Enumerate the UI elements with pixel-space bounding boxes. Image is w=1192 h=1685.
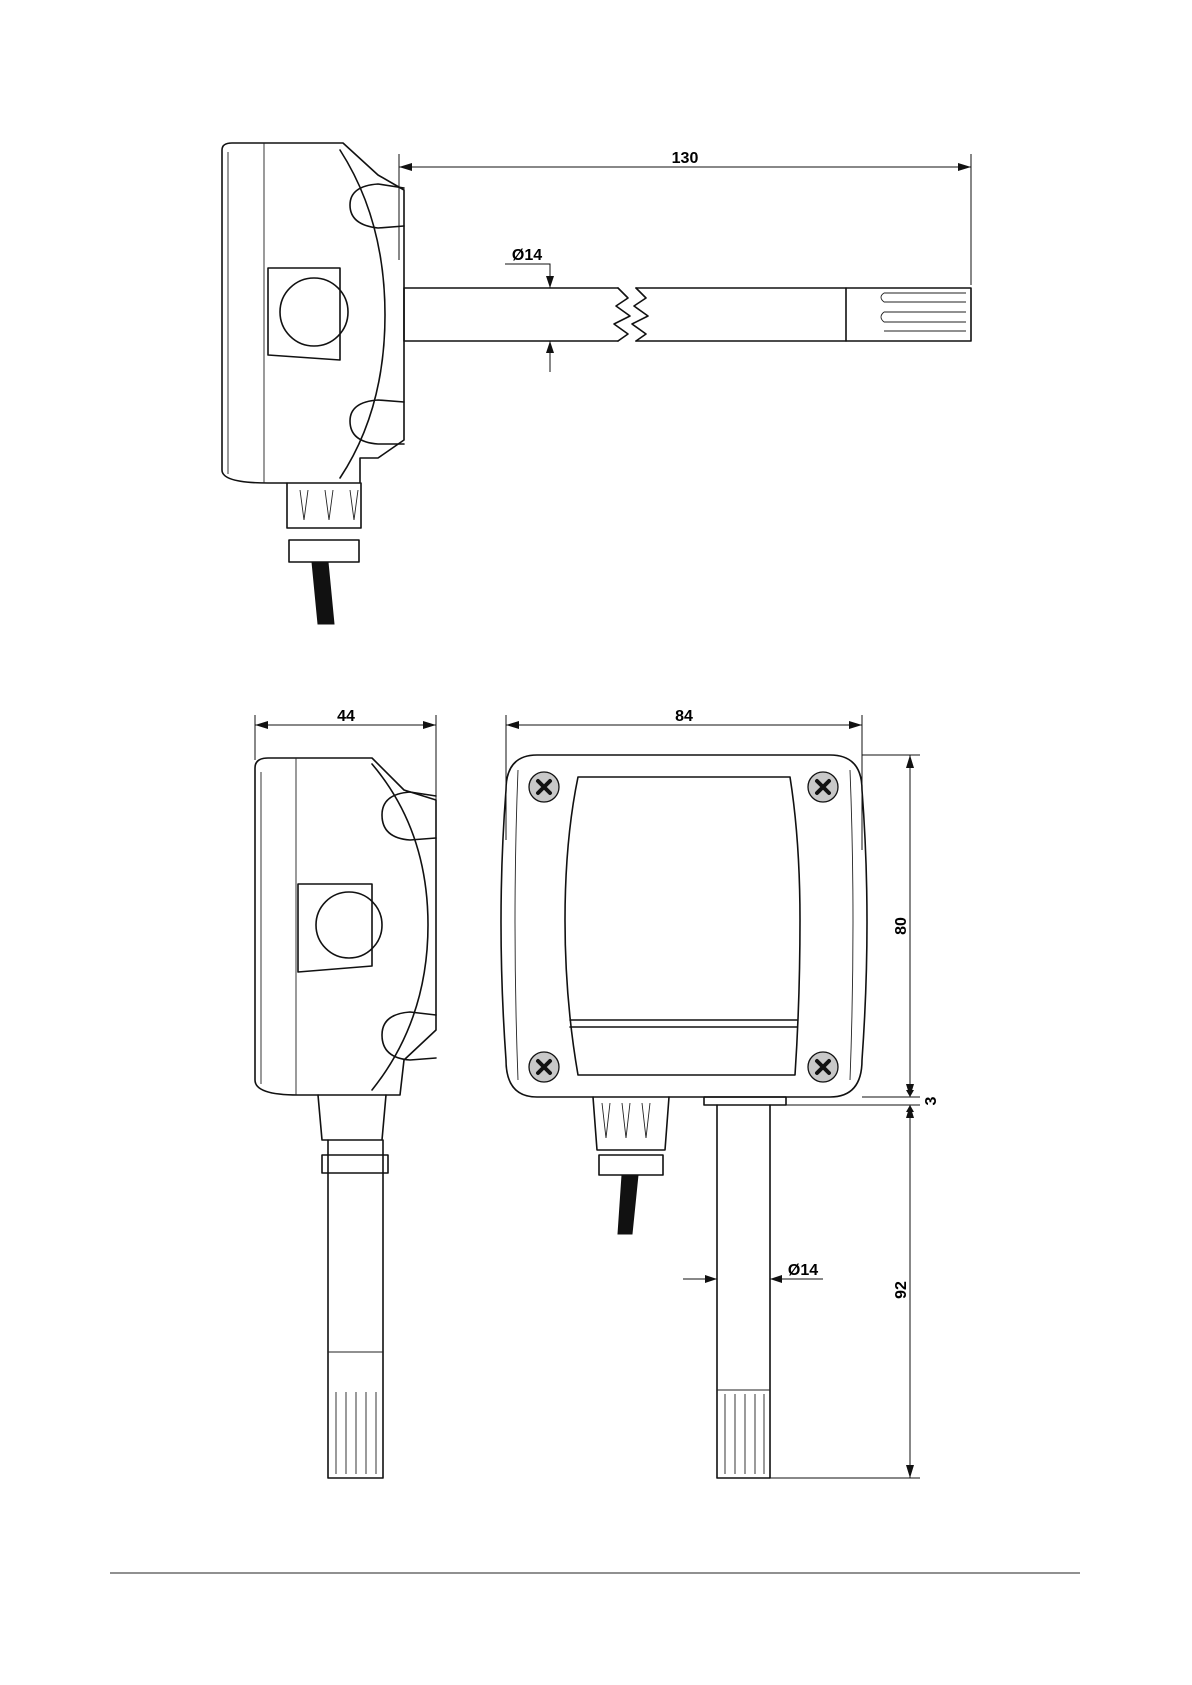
dim-130-label: 130 — [672, 150, 699, 167]
dim-44-label: 44 — [337, 708, 355, 725]
dim-front-diameter-label: Ø14 — [788, 1262, 818, 1279]
dim-84: 84 — [506, 708, 862, 850]
front-view-connector — [593, 1097, 669, 1234]
side-view: 44 — [255, 708, 436, 1478]
side-view-bump-bottom — [382, 1012, 436, 1060]
dim-130: 130 — [399, 150, 971, 285]
dim-3-label: 3 — [923, 1096, 940, 1105]
dim-80: 80 — [862, 755, 920, 1097]
front-view-screws — [529, 772, 838, 1082]
dim-front-diameter: Ø14 — [683, 1262, 823, 1283]
front-view-housing — [501, 755, 867, 1097]
front-view-display-window — [565, 777, 800, 1075]
top-view-probe — [404, 288, 971, 341]
top-view-gland-hole — [280, 278, 348, 346]
side-view-gland-window — [298, 884, 372, 972]
side-view-housing — [255, 758, 436, 1095]
dim-44: 44 — [255, 708, 436, 800]
side-view-bump-top — [382, 792, 436, 840]
top-view-housing-edge — [228, 143, 264, 483]
top-view: 130 Ø14 — [222, 143, 971, 624]
dim-92: 92 — [770, 1105, 920, 1478]
side-view-housing-edge — [261, 758, 296, 1095]
dim-92-label: 92 — [893, 1281, 910, 1299]
dim-top-diameter-label: Ø14 — [512, 247, 542, 264]
dim-3: 3 — [786, 1090, 940, 1112]
top-view-bump-top — [350, 184, 404, 228]
front-view-display-divider — [570, 1020, 797, 1027]
dim-80-label: 80 — [893, 917, 910, 935]
top-view-bump-bottom — [350, 400, 404, 444]
front-view-probe — [704, 1097, 786, 1478]
dim-84-label: 84 — [675, 708, 693, 725]
side-view-probe — [318, 1095, 388, 1478]
side-view-curved-face — [372, 764, 428, 1090]
top-view-curved-face — [340, 150, 385, 478]
top-view-housing — [222, 143, 404, 483]
top-view-connector — [287, 483, 361, 624]
dim-top-diameter: Ø14 — [505, 247, 554, 372]
front-view: 84 80 3 92 Ø14 — [501, 708, 940, 1478]
